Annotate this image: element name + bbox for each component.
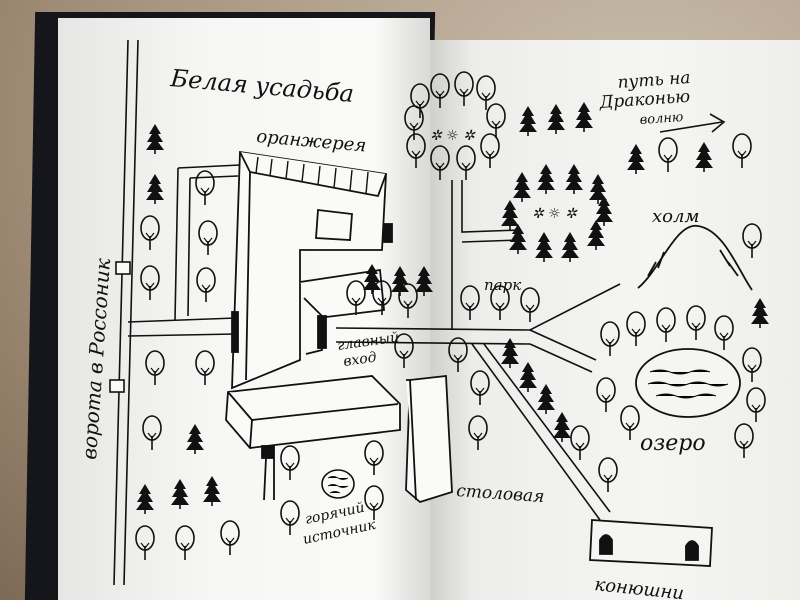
label-dragon-path-3: волню bbox=[639, 110, 684, 128]
hot-spring-pond bbox=[321, 469, 355, 499]
map-title: Белая усадьба bbox=[168, 64, 355, 108]
manor-building bbox=[231, 150, 393, 390]
label-park: парк bbox=[484, 276, 521, 294]
lake bbox=[635, 348, 741, 418]
label-canteen: столовая bbox=[456, 481, 545, 507]
label-main-entrance-2: вход bbox=[342, 349, 377, 370]
stables-building bbox=[589, 519, 713, 567]
right-page-paths bbox=[335, 180, 621, 521]
canteen-building bbox=[405, 375, 453, 504]
garden-paths bbox=[127, 164, 241, 337]
orangery-roof bbox=[255, 156, 369, 195]
grove-symbols-ring: ✲ ☼ ✲ bbox=[532, 206, 578, 222]
grove-symbols-top: ✲ ☼ ✲ bbox=[430, 128, 476, 144]
label-lake: озеро bbox=[640, 431, 706, 456]
hill bbox=[637, 225, 753, 291]
label-orangery: оранжерея bbox=[256, 126, 368, 157]
label-stables: конюшни bbox=[593, 574, 685, 600]
label-hill: холм bbox=[652, 206, 699, 227]
book-right-page bbox=[430, 40, 800, 600]
gate-road bbox=[109, 39, 139, 586]
manor-lower-wing bbox=[225, 375, 401, 501]
label-dragon-path-2: Драконью bbox=[598, 87, 691, 113]
hot-spring-waves bbox=[327, 476, 349, 494]
grove-circle-top bbox=[404, 71, 506, 181]
lake-waves bbox=[647, 369, 729, 399]
label-gate: ворота в Россоник bbox=[77, 257, 115, 460]
dragon-path-arrow bbox=[659, 113, 726, 133]
park-trees bbox=[448, 285, 618, 493]
